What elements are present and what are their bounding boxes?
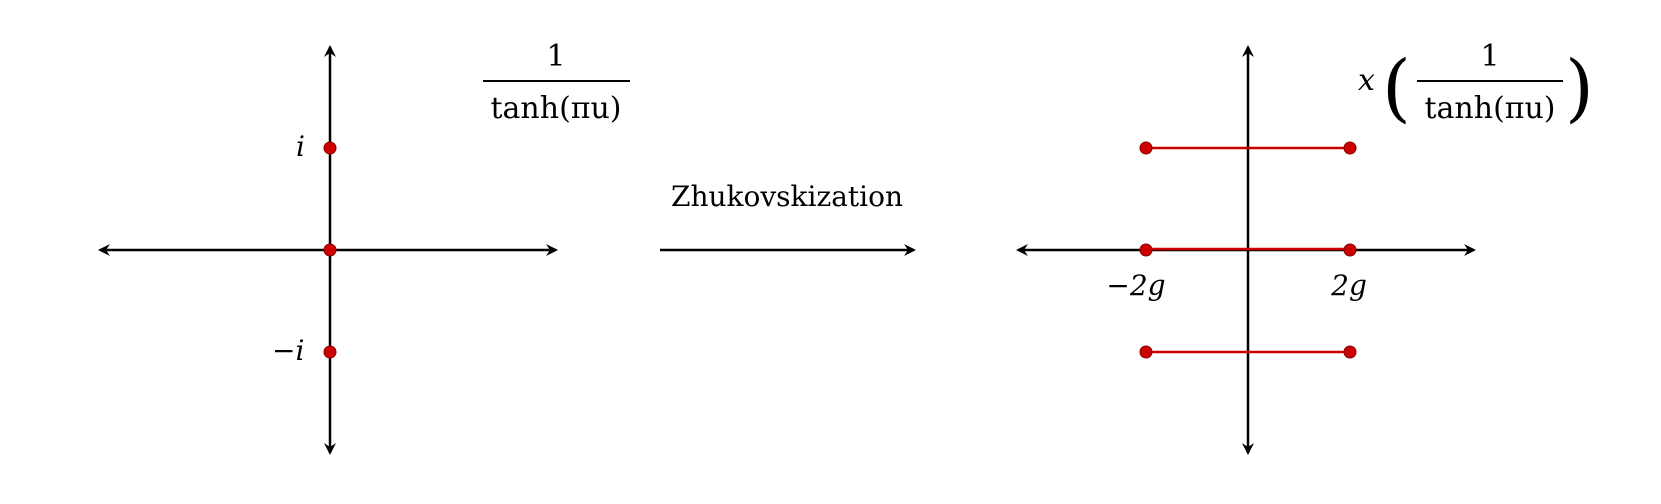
right-numerator: 1 <box>1480 39 1499 74</box>
map-label: Zhukovskization <box>671 180 903 213</box>
cut-bottom-left-endpoint <box>1139 345 1153 359</box>
cut-top-left-endpoint <box>1139 141 1153 155</box>
pole-origin <box>323 243 337 257</box>
map-arrow: Zhukovskization <box>660 180 916 256</box>
label-i: i <box>296 130 305 163</box>
label-minus-i: −i <box>272 334 304 367</box>
right-prefix-x: x <box>1358 63 1375 98</box>
cut-top <box>1139 141 1357 155</box>
right-panel: −2g 2g x ( 1 tanh(πu) ) <box>1016 39 1594 455</box>
left-function-label: 1 tanh(πu) <box>483 39 630 126</box>
right-open-paren: ( <box>1382 45 1411 131</box>
cut-middle-right-endpoint <box>1343 243 1357 257</box>
right-function-label: x ( 1 tanh(πu) ) <box>1358 39 1594 131</box>
left-denominator: tanh(πu) <box>490 91 621 126</box>
label-minus-2g: −2g <box>1106 269 1165 302</box>
cut-middle-left-endpoint <box>1139 243 1153 257</box>
pole-minus-i <box>323 345 337 359</box>
right-close-paren: ) <box>1565 45 1594 131</box>
cut-bottom <box>1139 345 1357 359</box>
cut-bottom-right-endpoint <box>1343 345 1357 359</box>
cut-top-right-endpoint <box>1343 141 1357 155</box>
cut-middle <box>1139 243 1357 257</box>
right-denominator: tanh(πu) <box>1424 91 1555 126</box>
left-panel: i −i 1 tanh(πu) <box>98 39 630 455</box>
pole-i <box>323 141 337 155</box>
left-numerator: 1 <box>546 39 565 74</box>
label-2g: 2g <box>1330 269 1367 302</box>
